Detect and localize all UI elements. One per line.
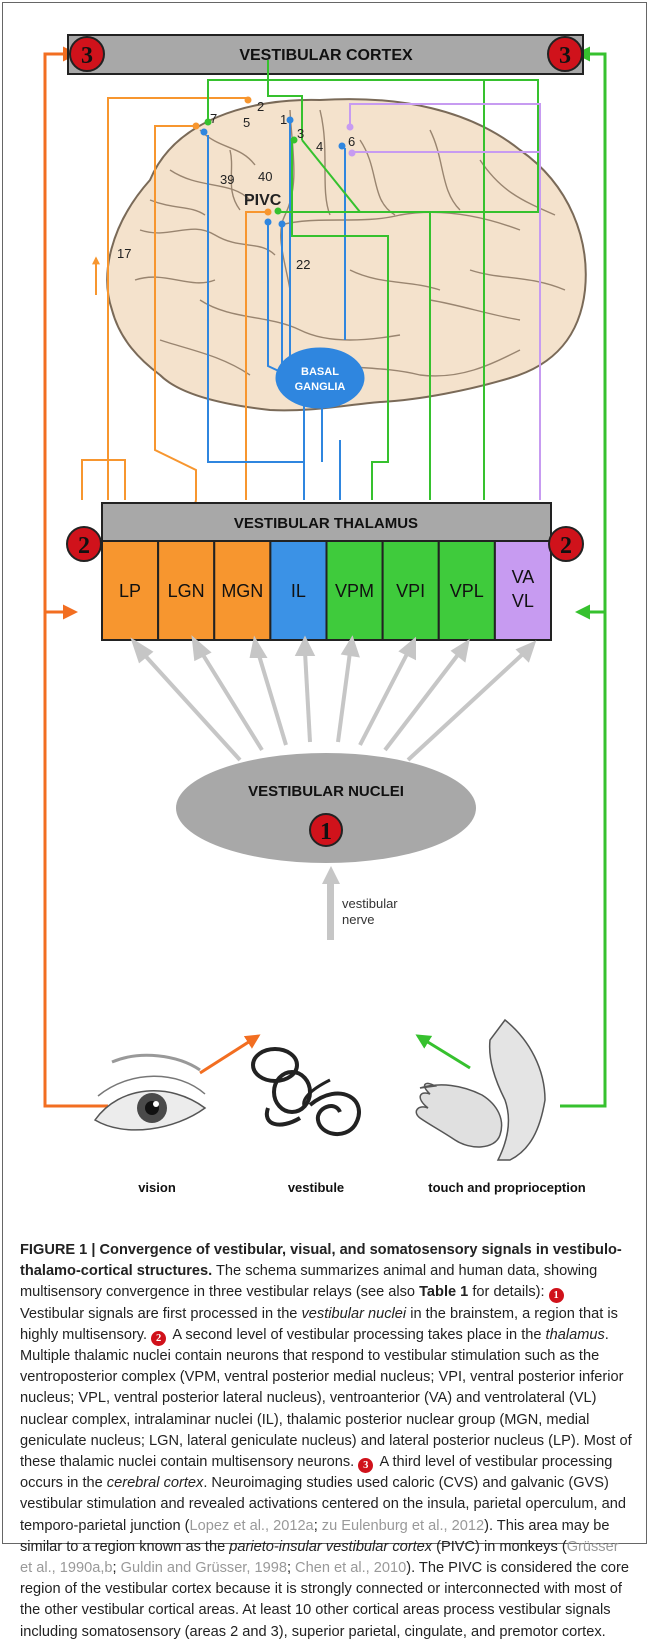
nucleus-label-lgn: LGN [168, 581, 205, 601]
table-ref: Table 1 [419, 1284, 469, 1301]
area-label-5: 5 [243, 115, 250, 130]
basal-ganglia: BASAL GANGLIA [275, 347, 365, 409]
vision-pathway-lines [43, 46, 261, 1108]
nuclei-badge: 1 [320, 819, 332, 845]
nerve-label-2: nerve [342, 912, 375, 927]
vestibular-diagram: VESTIBULAR CORTEX 3 3 [43, 34, 607, 1195]
vestibular-nuclei: VESTIBULAR NUCLEI 1 [176, 753, 476, 863]
vestibular-cortex-bar: VESTIBULAR CORTEX 3 3 [67, 34, 584, 75]
nucleus-box-vpm [325, 540, 384, 641]
nucleus-label-va: VA [512, 567, 535, 587]
area-label-22: 22 [296, 257, 310, 272]
caption-lead: FIGURE 1 | Convergence of vestibular, vi… [20, 1242, 622, 1280]
reference-link[interactable]: zu Eulenburg et al., 2012 [321, 1517, 485, 1534]
cortex-badge-left: 3 [81, 43, 93, 69]
caption-badge-1: 1 [548, 1288, 564, 1304]
eye-picture [93, 1053, 207, 1131]
vestibule-picture [251, 1047, 361, 1136]
thalamic-nuclei: LP LGN MGN IL VPM VPI VPL VA VL [101, 540, 552, 641]
thalamus-badge-left: 2 [78, 533, 90, 559]
nucleus-label-vpm: VPM [335, 581, 374, 601]
vestibular-nerve: vestibular nerve [322, 866, 398, 940]
area-label-17: 17 [117, 246, 131, 261]
area-label-6: 6 [348, 134, 355, 149]
nucleus-label-vl: VL [512, 591, 534, 611]
pivc-label: PIVC [244, 192, 282, 209]
touch-label: touch and proprioception [428, 1180, 585, 1195]
basal-ganglia-label-1: BASAL [301, 366, 339, 378]
nucleus-label-il: IL [291, 581, 306, 601]
vestibular-cortex-title: VESTIBULAR CORTEX [239, 47, 413, 64]
somatosensory-pathway-lines [415, 46, 607, 1108]
nucleus-label-vpi: VPI [396, 581, 425, 601]
caption-badge-3: 3 [358, 1458, 374, 1474]
vestibular-thalamus: VESTIBULAR THALAMUS LP LGN MGN IL VPM VPI VPL V… [66, 502, 584, 641]
vision-label: vision [138, 1180, 176, 1195]
area-label-4: 4 [316, 139, 323, 154]
vestibule-label: vestibule [288, 1180, 344, 1195]
hand-leg-picture [415, 1018, 546, 1161]
area-label-2: 2 [257, 99, 264, 114]
reference-link[interactable]: Lopez et al., 2012a [189, 1517, 314, 1534]
figure-frame [2, 2, 647, 1544]
reference-link[interactable]: Chen et al., 2010 [295, 1560, 407, 1577]
nucleus-box-vpl [437, 540, 496, 641]
figure-caption: FIGURE 1 | Convergence of vestibular, vi… [20, 1242, 632, 1640]
thalamo-cortical-projections [81, 60, 541, 511]
area-label-40: 40 [258, 169, 272, 184]
nucleus-label-lp: LP [119, 581, 141, 601]
cortex-badge-right: 3 [559, 43, 571, 69]
cortical-endpoint-dots [192, 96, 356, 228]
nuclei-to-thalamus-arrows [130, 635, 537, 762]
nucleus-label-vpl: VPL [450, 581, 484, 601]
reference-link[interactable]: Guldin and Grüsser, 1998 [120, 1560, 287, 1577]
nucleus-box-va [493, 540, 552, 641]
caption-badge-2: 2 [151, 1330, 167, 1346]
basal-ganglia-label-2: GANGLIA [295, 381, 346, 393]
nucleus-label-mgn: MGN [221, 581, 263, 601]
vestibular-thalamus-title: VESTIBULAR THALAMUS [234, 515, 418, 532]
area-label-1: 1 [280, 112, 287, 127]
vestibular-nuclei-title: VESTIBULAR NUCLEI [248, 783, 404, 800]
thalamus-badge-right: 2 [560, 533, 572, 559]
area-label-3: 3 [297, 126, 304, 141]
nucleus-box-il [269, 540, 328, 641]
area-label-7: 7 [210, 111, 217, 126]
area-label-39: 39 [220, 172, 234, 187]
nerve-label-1: vestibular [342, 896, 398, 911]
